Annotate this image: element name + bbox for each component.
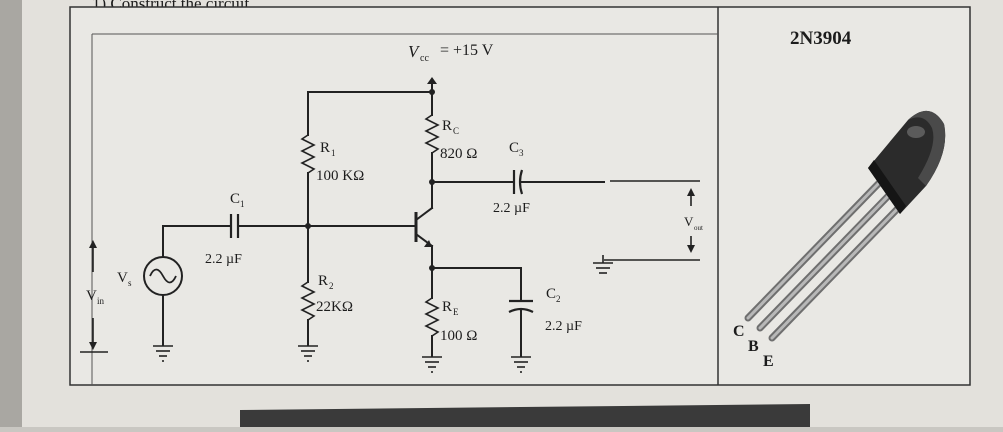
transistor-body-icon [868,110,946,214]
c2-label: C 2 2.2 µF [545,286,582,334]
resistor-r1 [300,134,316,174]
svg-text:R: R [320,140,330,156]
svg-text:s: s [128,278,132,288]
svg-text:2: 2 [556,294,561,304]
resistor-rc [424,114,440,154]
svg-text:1: 1 [331,148,336,158]
vcc-arrow [427,77,437,84]
npn-transistor-symbol [414,206,434,248]
r2-label: R 2 22KΩ [316,273,353,315]
svg-text:out: out [694,224,703,232]
svg-text:2.2 µF: 2.2 µF [493,201,530,216]
svg-text:C: C [230,191,240,207]
transistor-panel: 2N3904 C B E [733,28,946,370]
svg-text:2: 2 [329,281,334,291]
svg-text:2.2 µF: 2.2 µF [205,252,242,267]
ground-output [593,255,613,274]
svg-text:R: R [442,118,452,134]
ground-r2 [298,345,318,362]
svg-text:E: E [453,307,459,317]
ground-c2 [511,356,531,373]
pin-label-b: B [748,338,759,355]
svg-text:= +15 V: = +15 V [440,42,494,59]
vcc-label: V cc = +15 V [408,42,494,64]
transistor-leads [744,178,910,342]
sine-wave-icon [149,268,177,284]
circuit-diagram: V cc = +15 V R 1 100 KΩ R 2 22KΩ [80,42,703,373]
svg-text:V: V [117,270,128,286]
svg-text:in: in [97,296,105,306]
c3-label: C 3 2.2 µF [493,140,530,216]
r1-label: R 1 100 KΩ [316,140,364,184]
svg-text:V: V [684,214,694,229]
svg-text:V: V [408,42,421,61]
svg-text:C: C [546,286,556,302]
svg-text:820 Ω: 820 Ω [440,146,477,162]
svg-text:cc: cc [420,53,429,64]
pin-label-c: C [733,323,745,340]
re-label: R E 100 Ω [440,299,477,344]
svg-text:1: 1 [240,199,245,209]
resistor-r2 [300,281,316,321]
svg-text:R: R [318,273,328,289]
svg-text:C: C [509,140,519,156]
bottom-strip [240,404,810,427]
rc-label: R C 820 Ω [440,118,477,162]
ground-re [422,356,442,373]
svg-text:V: V [86,288,97,304]
svg-text:100 Ω: 100 Ω [440,328,477,344]
wire-top-rail [307,91,433,136]
capacitor-c3-plate-b [518,169,524,195]
svg-text:R: R [442,299,452,315]
svg-text:C: C [453,126,459,136]
resistor-re [424,297,440,337]
ground-vs [153,345,173,362]
svg-text:22KΩ: 22KΩ [316,299,353,315]
c1-label: C 1 2.2 µF [205,191,245,267]
svg-text:2.2 µF: 2.2 µF [545,319,582,334]
svg-text:100 KΩ: 100 KΩ [316,168,364,184]
part-number: 2N3904 [790,28,852,49]
page-edge-shadow [0,0,22,427]
svg-text:3: 3 [519,148,524,158]
wire-emitter-c2 [431,267,522,301]
vout-marker: V out [684,188,703,253]
pin-label-e: E [763,353,774,370]
wire-vs-c1 [162,225,231,258]
vs-label: V s [117,270,132,288]
vin-marker: V in [80,240,108,353]
